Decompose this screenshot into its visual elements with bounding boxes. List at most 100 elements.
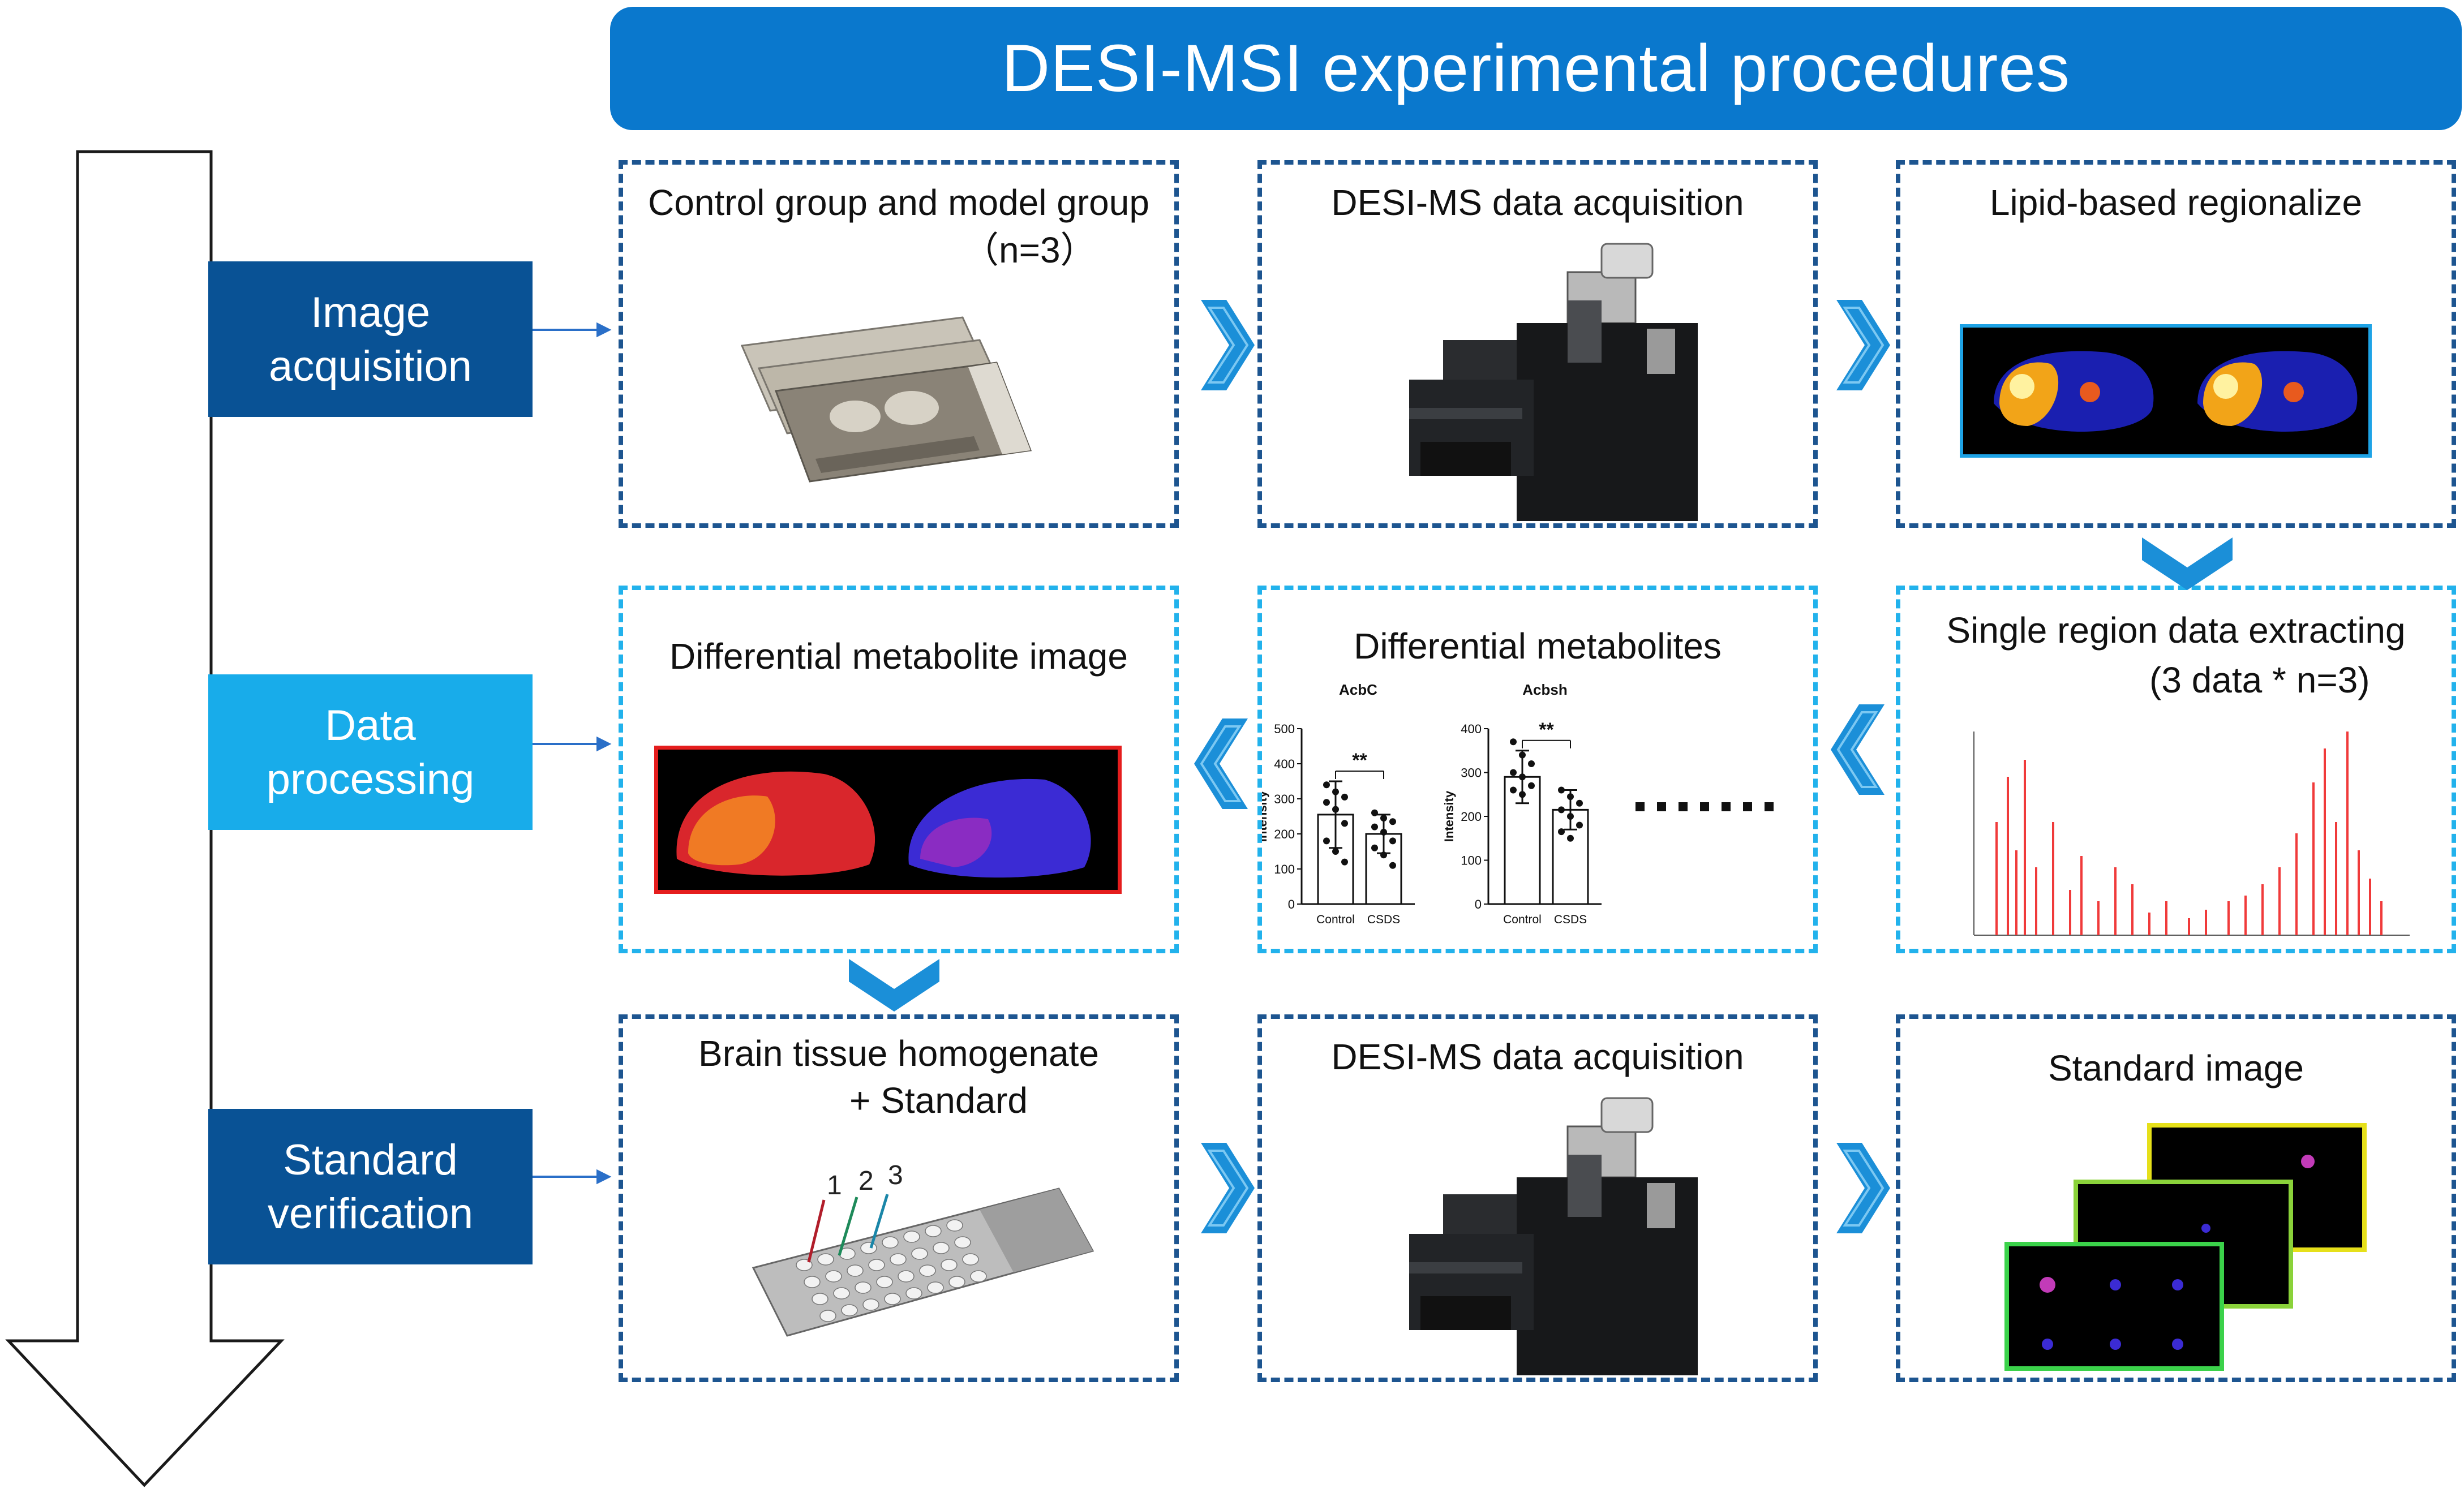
y-tick-label: 400 bbox=[1461, 722, 1482, 736]
slide-well bbox=[804, 1276, 821, 1288]
ellipsis-dot bbox=[1635, 802, 1645, 811]
y-tick-label: 200 bbox=[1461, 810, 1482, 824]
panel-title: Single region data extracting bbox=[1946, 610, 2406, 651]
slide-well bbox=[876, 1276, 893, 1288]
x-tick-label: CSDS bbox=[1367, 913, 1400, 926]
y-tick-label: 200 bbox=[1274, 827, 1295, 841]
significance-marker: ** bbox=[1539, 719, 1554, 741]
slide-well bbox=[855, 1281, 872, 1294]
ellipsis-dot bbox=[1700, 802, 1709, 811]
data-point bbox=[1341, 858, 1348, 866]
panel-title: Standard image bbox=[2048, 1048, 2304, 1088]
mass-spectrum-plot bbox=[1973, 732, 2410, 936]
phase-image-acquisition: Image acquisition bbox=[208, 261, 533, 417]
slide-well bbox=[817, 1253, 834, 1266]
panel-title: DESI-MS data acquisition bbox=[1331, 1036, 1744, 1077]
data-point bbox=[1389, 837, 1396, 845]
slide-well bbox=[862, 1298, 879, 1311]
differential-metabolite-ion-image bbox=[654, 746, 1122, 894]
x-tick-label: CSDS bbox=[1554, 913, 1587, 926]
chevron-down-icon bbox=[849, 959, 939, 1012]
slide-well bbox=[941, 1259, 958, 1271]
panel-title: DESI-MS data acquisition bbox=[1331, 182, 1744, 223]
data-point bbox=[1380, 851, 1387, 859]
data-point bbox=[1519, 791, 1526, 798]
ellipsis-dot bbox=[1722, 802, 1731, 811]
well-label-2: 2 bbox=[858, 1166, 874, 1196]
slide-well bbox=[819, 1310, 836, 1322]
x-tick-label: Control bbox=[1316, 913, 1355, 926]
panel-standard-image: Standard image bbox=[1896, 1014, 2456, 1382]
ellipsis-dot bbox=[1657, 802, 1666, 811]
data-point bbox=[1389, 862, 1396, 869]
slide-well bbox=[882, 1236, 899, 1249]
slide-well bbox=[825, 1270, 842, 1283]
data-point bbox=[1332, 848, 1339, 855]
slide-well bbox=[946, 1219, 963, 1232]
phase-data-processing: Data processing bbox=[208, 674, 533, 830]
page-title: DESI-MSI experimental procedures bbox=[1002, 31, 2070, 106]
slide-well bbox=[948, 1276, 965, 1288]
panel-title: Brain tissue homogenate bbox=[698, 1033, 1099, 1074]
phase-label-line2: processing bbox=[266, 755, 475, 803]
data-point bbox=[1323, 781, 1330, 789]
well-label-1: 1 bbox=[827, 1171, 842, 1201]
slide-well bbox=[933, 1242, 950, 1254]
panel-differential-image: Differential metabolite image bbox=[619, 586, 1179, 953]
panel-single-region-extracting: Single region data extracting (3 data * … bbox=[1896, 586, 2456, 953]
y-tick-label: 100 bbox=[1274, 862, 1295, 876]
panel-title: Differential metabolites bbox=[1354, 626, 1722, 666]
chart-title: Acbsh bbox=[1522, 681, 1567, 698]
panel-desi-acquisition-2: DESI-MS data acquisition bbox=[1257, 1014, 1818, 1382]
phase-label-line1: Data bbox=[325, 701, 416, 750]
chevron-right-icon bbox=[1836, 300, 1890, 390]
data-point bbox=[1332, 788, 1339, 795]
panel-control-model-group: Control group and model group （n=3） bbox=[619, 160, 1179, 528]
page-title-banner: DESI-MSI experimental procedures bbox=[610, 7, 2462, 130]
slide-well bbox=[905, 1287, 922, 1300]
data-point bbox=[1558, 806, 1565, 814]
data-point bbox=[1519, 751, 1526, 759]
slide-well bbox=[927, 1281, 944, 1294]
mass-spectrometer-illustration bbox=[1409, 1097, 1698, 1375]
data-point bbox=[1519, 773, 1526, 781]
well-label-3: 3 bbox=[888, 1160, 903, 1190]
panel-title: Lipid-based regionalize bbox=[1989, 182, 2363, 223]
data-point bbox=[1558, 828, 1565, 836]
slide-well bbox=[954, 1236, 971, 1249]
lipid-ion-image bbox=[1960, 324, 2372, 458]
data-point bbox=[1341, 820, 1348, 827]
slide-well bbox=[841, 1304, 858, 1316]
data-point bbox=[1567, 813, 1574, 820]
chevron-left-icon bbox=[1194, 718, 1248, 809]
slide-well bbox=[890, 1253, 907, 1266]
panel-subtitle: (3 data * n=3) bbox=[2149, 660, 2370, 700]
chevron-right-icon bbox=[1201, 1143, 1255, 1233]
slide-well bbox=[925, 1225, 942, 1237]
slide-well bbox=[898, 1270, 915, 1283]
data-point bbox=[1528, 782, 1535, 789]
slide-well bbox=[970, 1270, 987, 1283]
panel-subtitle: （n=3） bbox=[963, 230, 1097, 270]
slide-well bbox=[919, 1264, 936, 1277]
y-tick-label: 0 bbox=[1475, 897, 1482, 911]
slide-well bbox=[911, 1247, 928, 1260]
panel-lipid-regionalize: Lipid-based regionalize bbox=[1896, 160, 2456, 528]
panel-subtitle: + Standard bbox=[849, 1080, 1028, 1121]
phase-label-line1: Image bbox=[310, 288, 431, 337]
chevron-left-icon bbox=[1831, 704, 1885, 795]
chevron-right-icon bbox=[1836, 1143, 1890, 1233]
data-point bbox=[1341, 793, 1348, 801]
data-point bbox=[1567, 793, 1574, 801]
data-point bbox=[1576, 799, 1583, 807]
data-point bbox=[1371, 844, 1378, 851]
phase-label-line2: verification bbox=[267, 1189, 474, 1238]
data-point bbox=[1371, 809, 1378, 816]
data-point bbox=[1576, 821, 1583, 829]
y-tick-label: 300 bbox=[1274, 792, 1295, 806]
data-point bbox=[1323, 799, 1330, 806]
slide-well bbox=[860, 1242, 877, 1254]
chart-title: AcbC bbox=[1339, 681, 1377, 698]
connector-arrows bbox=[533, 322, 612, 1185]
slide-well bbox=[847, 1264, 864, 1277]
